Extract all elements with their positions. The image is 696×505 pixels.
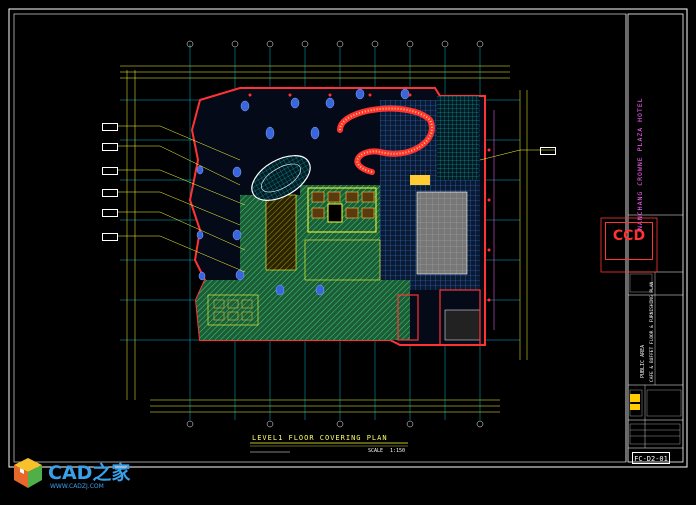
drawing-name: CAFE & BUFFET FLOOR & FURNISHING PLAN — [650, 281, 655, 382]
hotel-name: NANCHANG CROWNE PLAZA HOTEL — [636, 97, 644, 230]
floor-hatch-main — [196, 280, 410, 340]
annotation-tag — [102, 189, 118, 197]
scale-label: SCALE — [368, 448, 384, 454]
annotation-tag — [102, 123, 118, 131]
outer-frame — [8, 8, 688, 468]
project-name: PUBLIC AREA — [640, 344, 646, 378]
annotation-tag — [102, 167, 118, 175]
core-zone — [265, 194, 297, 271]
watermark-url: WWW.CADZJ.COM — [50, 483, 104, 490]
drawing-title: LEVEL1 FLOOR COVERING PLAN — [252, 434, 388, 442]
annotation-tag — [102, 233, 118, 241]
buffet-counter — [416, 191, 468, 275]
annotation-tag — [540, 147, 556, 155]
cube-logo-icon — [14, 458, 42, 488]
scale-value: 1:150 — [390, 448, 406, 454]
annotation-tag — [102, 209, 118, 217]
title-block — [627, 13, 684, 463]
drawing-number: FC-D2-01 — [632, 452, 670, 464]
oval-feature — [251, 155, 311, 201]
annotation-tag — [102, 143, 118, 151]
watermark-site-name: CAD之家 — [48, 462, 131, 484]
consultant-logo: CCD — [605, 222, 653, 260]
